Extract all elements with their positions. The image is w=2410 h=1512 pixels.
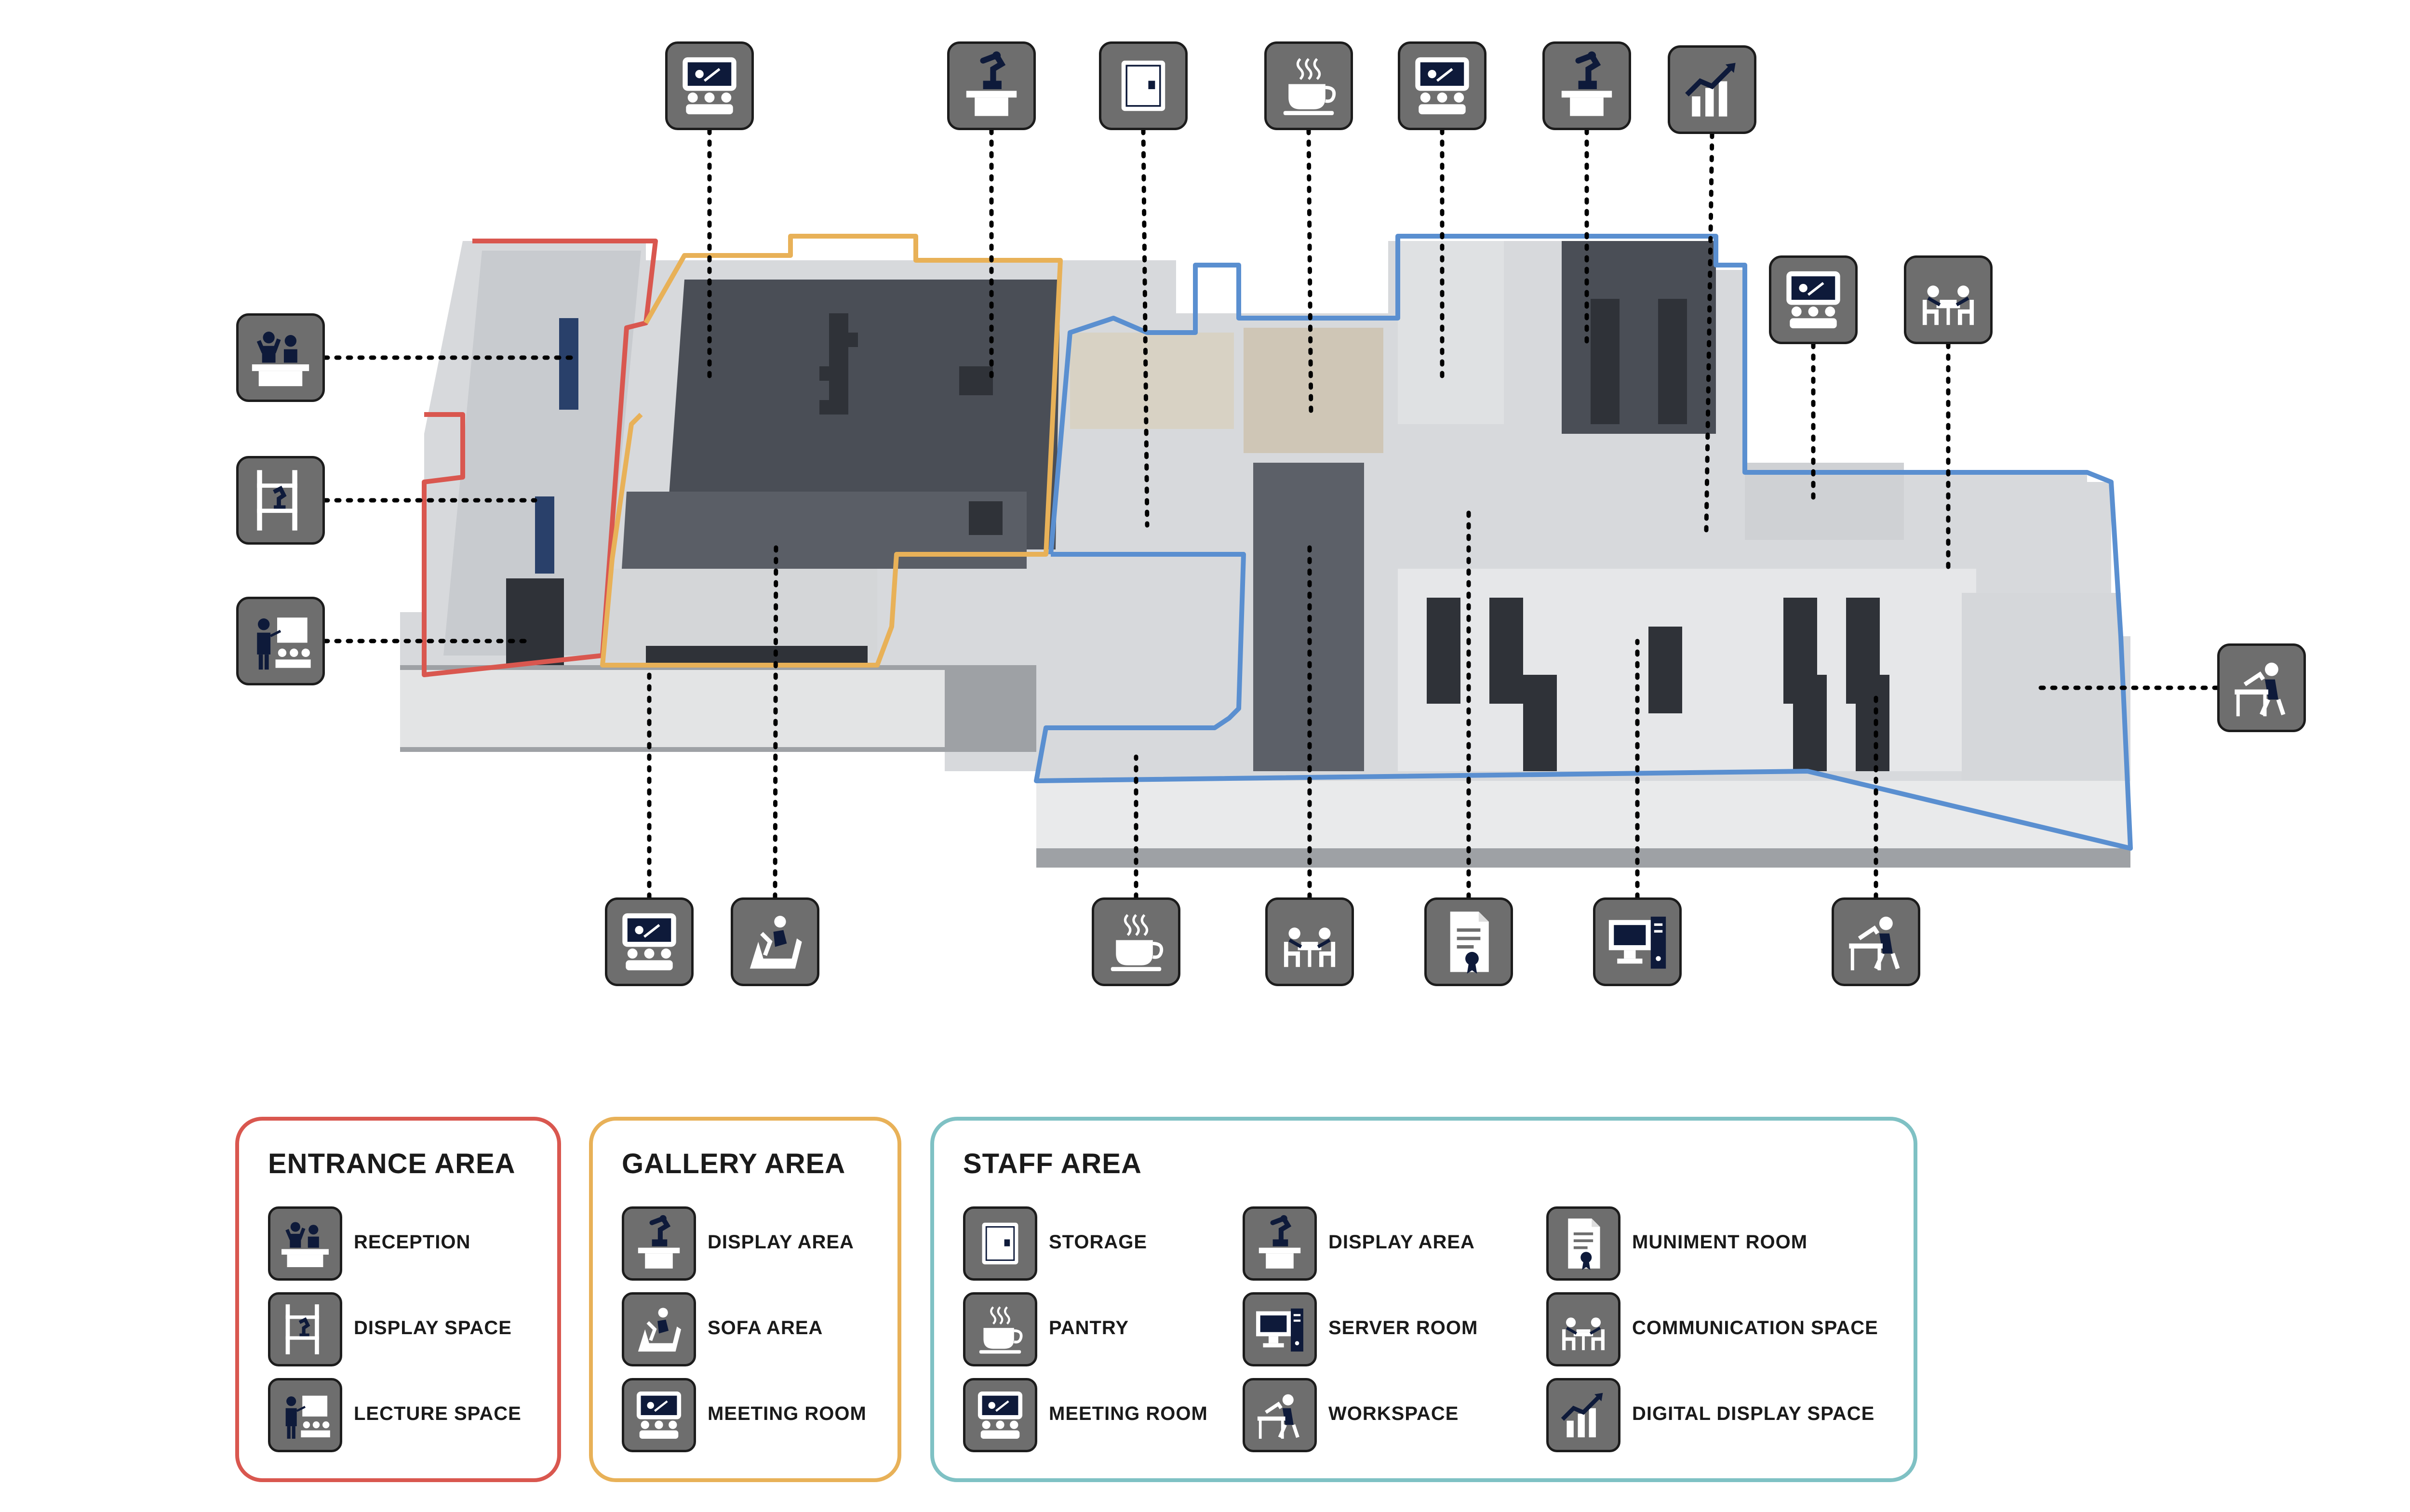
lecture-icon: [268, 1378, 342, 1452]
legend-gallery-area: GALLERY AREA DISPLAY AREA SOFA AREA MEETING…: [589, 1117, 901, 1482]
meeting-icon: [605, 897, 694, 986]
legend-item-label: WORKSPACE: [1328, 1403, 1459, 1424]
robot-display-icon: [1542, 41, 1631, 130]
muniment-icon: [1424, 897, 1513, 986]
leader-lines: [322, 128, 2220, 900]
chart-icon: [1668, 45, 1756, 134]
robot-display-icon: [1243, 1206, 1317, 1281]
entrance-zone-outline: [422, 239, 658, 677]
legend-item-label: DISPLAY AREA: [1328, 1231, 1475, 1253]
meeting-icon: [1769, 255, 1858, 344]
muniment-icon: [1546, 1206, 1620, 1281]
chart-icon: [1546, 1378, 1620, 1452]
storage-icon: [963, 1206, 1037, 1281]
gallery-zone-outline: [600, 234, 1063, 668]
communication-icon: [1904, 255, 1993, 344]
legend-item-label: LECTURE SPACE: [354, 1403, 522, 1424]
meeting-icon: [1398, 41, 1486, 130]
legend-entrance-title: ENTRANCE AREA: [268, 1148, 516, 1179]
robot-display-icon: [947, 41, 1036, 130]
workspace-icon: [1832, 897, 1920, 986]
lecture-icon: [236, 597, 325, 685]
legend-item-label: PANTRY: [1049, 1317, 1129, 1338]
meeting-icon: [665, 41, 754, 130]
zone-outlines: [422, 234, 2133, 851]
meeting-icon: [622, 1378, 696, 1452]
legend-gallery-title: GALLERY AREA: [622, 1148, 846, 1179]
pantry-icon: [1092, 897, 1180, 986]
legend-item-label: MEETING ROOM: [1049, 1403, 1208, 1424]
workspace-icon: [1243, 1378, 1317, 1452]
reception-icon: [236, 313, 325, 402]
legend-item-label: MEETING ROOM: [708, 1403, 867, 1424]
legend-entrance-area: ENTRANCE AREA RECEPTION DISPLAY SPACE LECTU…: [235, 1117, 561, 1482]
legend-item-label: MUNIMENT ROOM: [1632, 1231, 1808, 1253]
legend-staff-title: STAFF AREA: [963, 1148, 1142, 1179]
legend-item-label: DIGITAL DISPLAY SPACE: [1632, 1403, 1875, 1424]
legend-item-label: RECEPTION: [354, 1231, 471, 1253]
pantry-icon: [963, 1292, 1037, 1366]
meeting-icon: [963, 1378, 1037, 1452]
legend-item-label: SERVER ROOM: [1328, 1317, 1478, 1338]
legend-item-label: DISPLAY AREA: [708, 1231, 854, 1253]
robot-display-icon: [622, 1206, 696, 1281]
leader-line: [1704, 132, 1714, 533]
leader-line: [773, 537, 778, 900]
sofa-icon: [731, 897, 819, 986]
storage-icon: [1099, 41, 1188, 130]
staff-zone-outline: [1034, 234, 2133, 851]
building-base: [400, 241, 2130, 868]
workspace-icon: [2217, 643, 2306, 732]
legend-item-label: COMMUNICATION SPACE: [1632, 1317, 1878, 1338]
legend-item-label: DISPLAY SPACE: [354, 1317, 512, 1338]
server-icon: [1593, 897, 1682, 986]
display-space-icon: [236, 456, 325, 545]
display-space-icon: [268, 1292, 342, 1366]
reception-icon: [268, 1206, 342, 1281]
leader-line: [1141, 128, 1150, 528]
legend-item-label: STORAGE: [1049, 1231, 1148, 1253]
communication-icon: [1265, 897, 1354, 986]
legend-item-label: SOFA AREA: [708, 1317, 823, 1338]
communication-icon: [1546, 1292, 1620, 1366]
server-icon: [1243, 1292, 1317, 1366]
legend-staff-area: STAFF AREA STORAGE PANTRY MEETING ROOM DISPL…: [930, 1117, 1917, 1482]
pantry-icon: [1264, 41, 1353, 130]
sofa-icon: [622, 1292, 696, 1366]
furniture: [506, 299, 1889, 771]
leader-line: [1306, 128, 1313, 417]
